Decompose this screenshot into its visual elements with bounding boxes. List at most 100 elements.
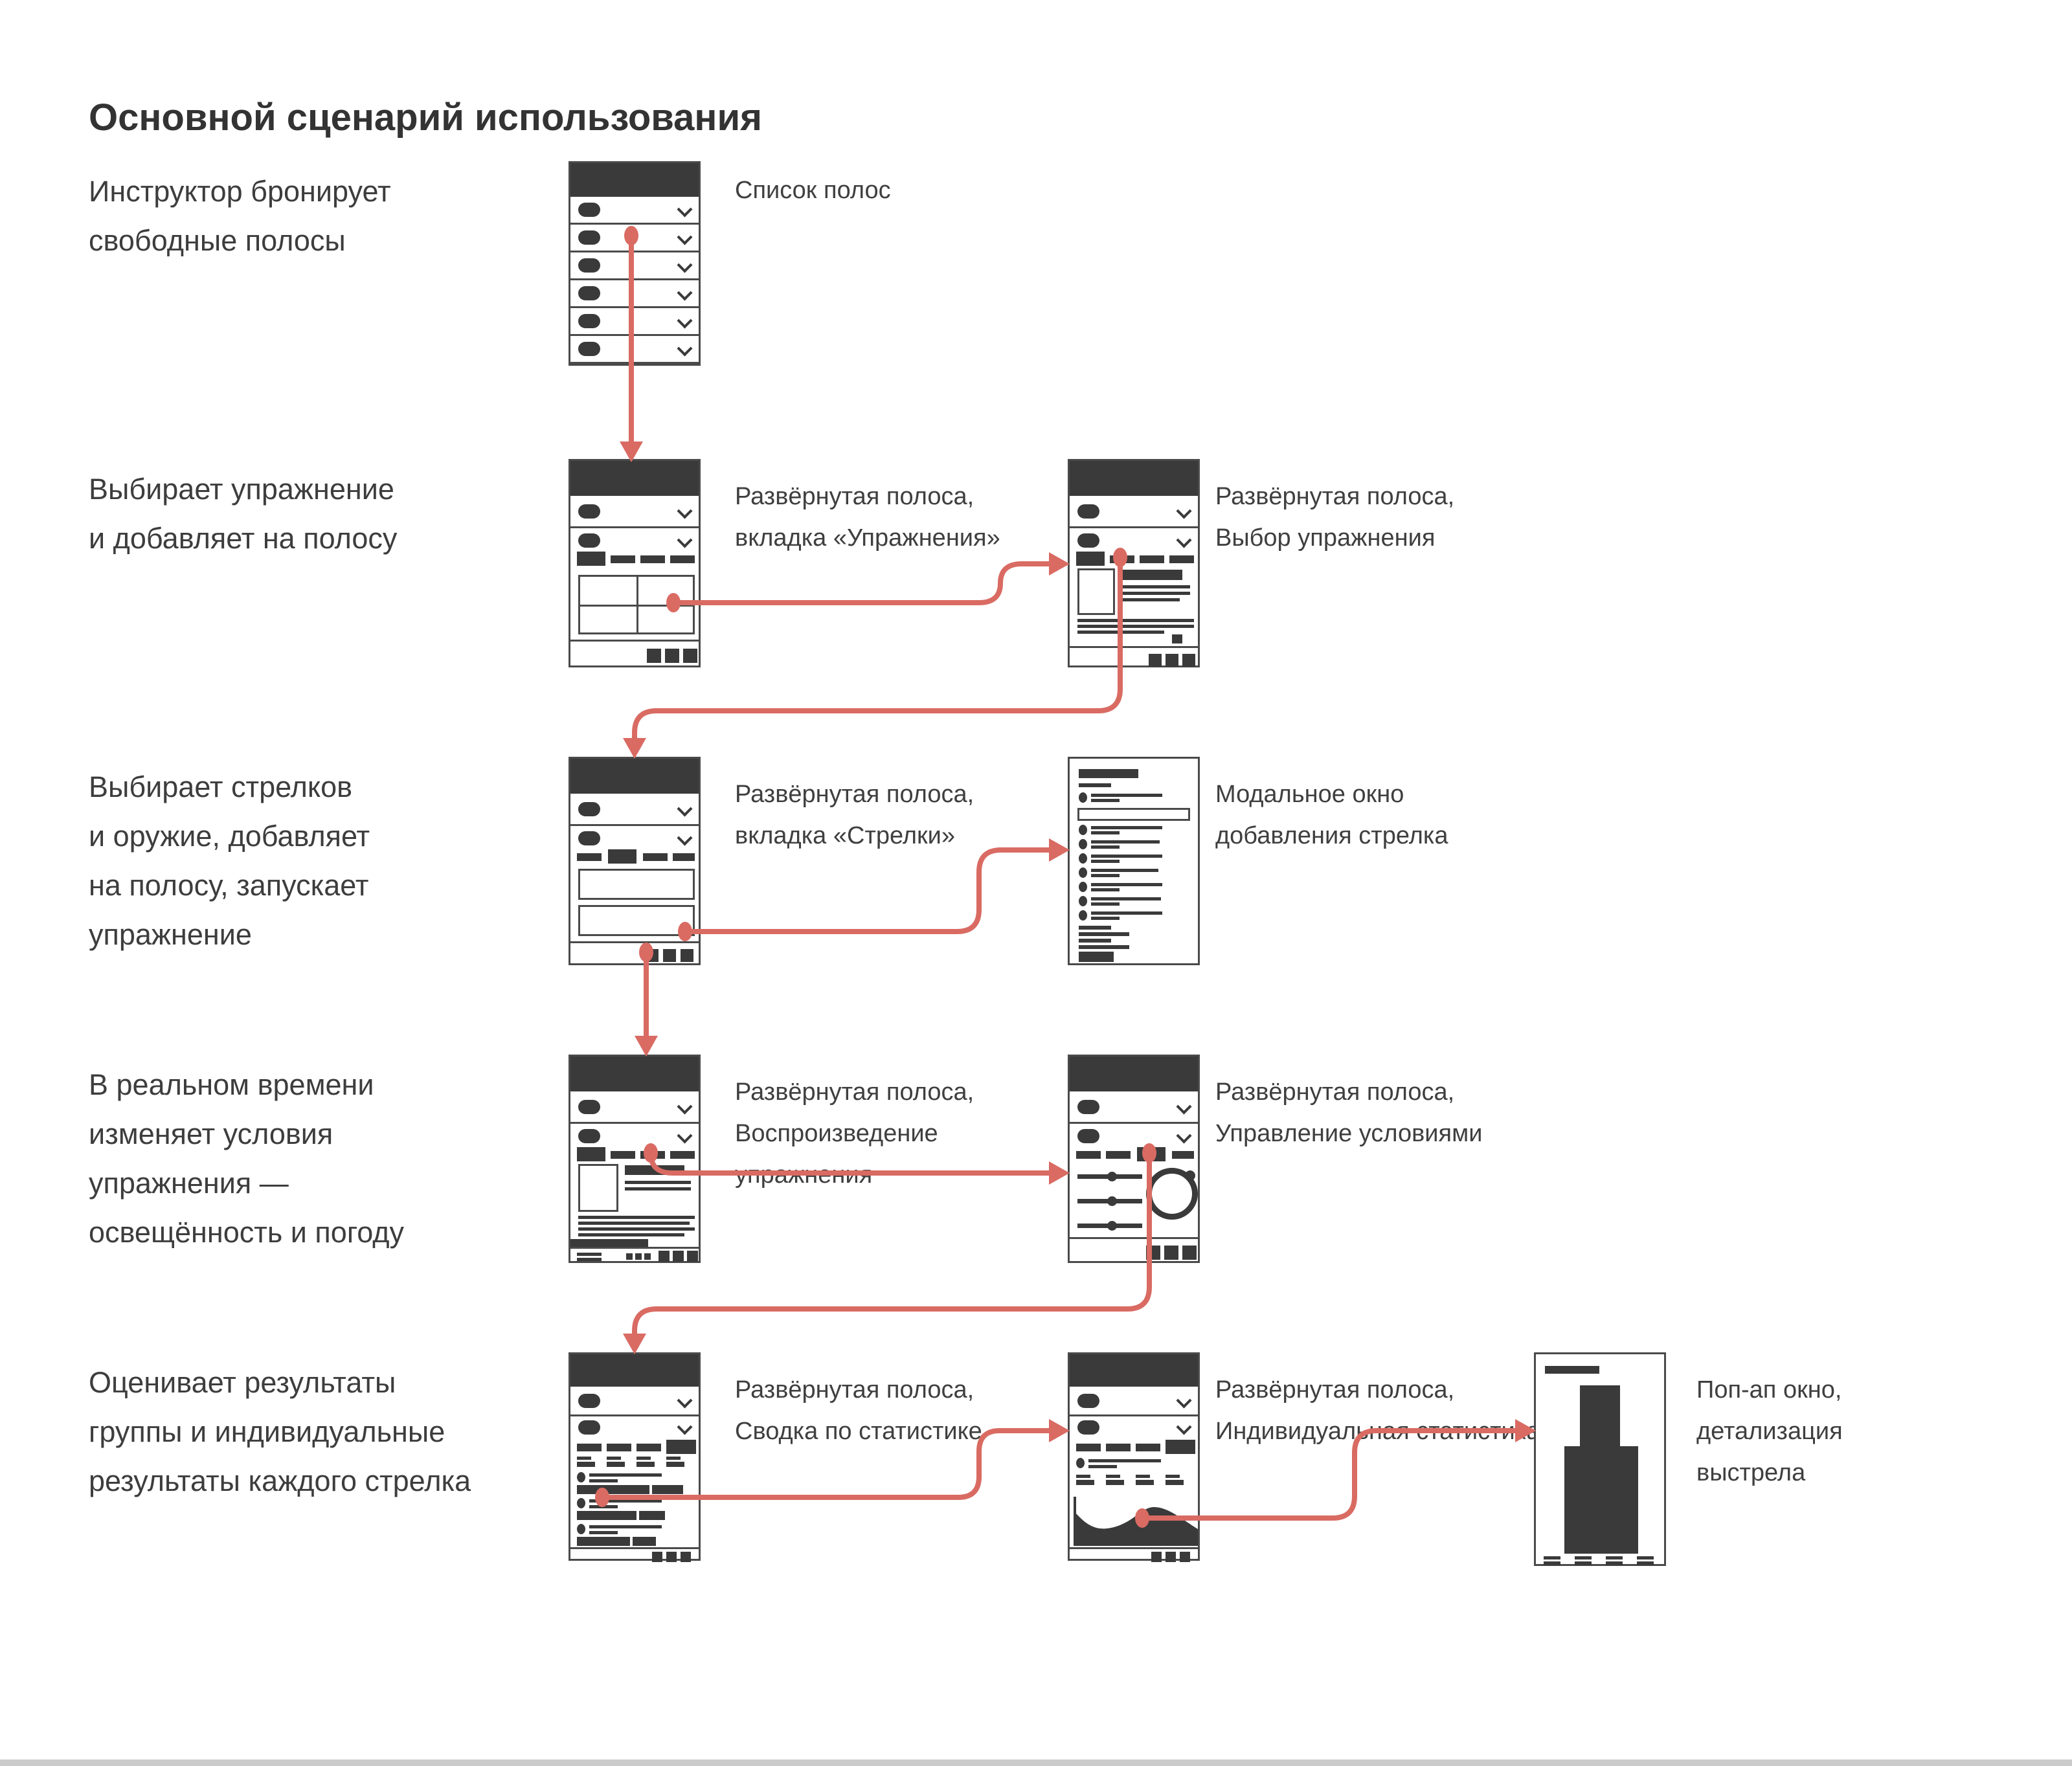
bottom-bar <box>570 1247 699 1262</box>
result-bar <box>577 1537 630 1546</box>
shooter-slot <box>578 869 695 900</box>
schedule-grid <box>578 575 695 634</box>
text-line <box>1091 840 1160 844</box>
step-description-1: Инструктор бронирует свободные полосы <box>89 167 391 265</box>
tab-dash <box>1169 555 1194 563</box>
tab-dash <box>1076 1151 1101 1159</box>
step-description-2: Выбирает упражнение и добавляет на полос… <box>89 465 397 563</box>
text-line <box>1077 625 1194 628</box>
label-line: Развёрнутая полоса, <box>735 781 974 808</box>
chevron-down-icon <box>677 1419 693 1435</box>
chevron-down-icon <box>1176 532 1192 548</box>
step-line: Выбирает стрелков <box>89 770 353 803</box>
label-line: Развёрнутая полоса, <box>1215 1376 1455 1403</box>
stat-dash <box>1076 1480 1094 1485</box>
screen-label-shooters-tab: Развёрнутая полоса, вкладка «Стрелки» <box>735 774 974 856</box>
nav-square <box>665 649 679 663</box>
action-square <box>1172 634 1182 643</box>
avatar-circle <box>1079 896 1087 906</box>
chevron-down-icon <box>677 285 693 301</box>
lane-pill-icon <box>1077 1129 1099 1143</box>
popup-title-bar <box>1545 1366 1599 1374</box>
lane-pill-icon <box>578 342 600 356</box>
tab-dash <box>1110 555 1134 563</box>
tab-dash <box>1076 1444 1101 1451</box>
tab-dash <box>1106 1151 1131 1159</box>
arrow-down-icon <box>623 1334 646 1354</box>
tab-dash <box>1172 1151 1194 1159</box>
screen-label-add-shooter-modal: Модальное окно добавления стрелка <box>1215 774 1448 856</box>
result-bar <box>639 1511 665 1520</box>
lane-pill-icon <box>1077 504 1099 519</box>
shot-silhouette-top <box>1580 1385 1620 1446</box>
lane-pill-icon <box>1077 1420 1099 1435</box>
wireframe-exercise-select <box>1068 459 1200 667</box>
lane-row <box>570 1387 699 1416</box>
step-line: свободные полосы <box>89 224 346 257</box>
text-line <box>1091 799 1120 802</box>
control-square <box>626 1253 633 1260</box>
screen-label-lane-list: Список полос <box>735 170 891 211</box>
label-line: Развёрнутая полоса, <box>735 483 974 510</box>
tab-active <box>1137 1147 1166 1161</box>
bottom-separator <box>0 1760 2072 1766</box>
text-line <box>578 1227 695 1231</box>
slider-knob <box>1107 1196 1117 1206</box>
nav-square <box>1151 1552 1162 1562</box>
nav-square <box>687 1251 698 1262</box>
label-line: Управление условиями <box>1215 1120 1483 1147</box>
avatar-circle <box>1079 825 1087 835</box>
stat-dash <box>1136 1475 1150 1478</box>
avatar-circle <box>1079 882 1087 892</box>
nav-square <box>1146 1246 1160 1260</box>
nav-square <box>666 1552 677 1562</box>
result-bar <box>633 1537 656 1546</box>
bottom-bar <box>1070 646 1198 667</box>
avatar-circle <box>577 1498 585 1508</box>
chevron-down-icon <box>677 229 693 245</box>
label-line: Сводка по статистике <box>735 1418 982 1445</box>
step-line: Инструктор бронирует <box>89 175 391 208</box>
arrow-right-icon <box>1049 838 1070 862</box>
text-line <box>1123 585 1190 588</box>
lane-pill-icon <box>578 1100 600 1114</box>
screen-label-individual-stats: Развёрнутая полоса, Индивидуальная стати… <box>1215 1369 1540 1452</box>
text-line <box>589 1505 618 1508</box>
wireframe-playback <box>569 1055 701 1263</box>
tab-dash <box>577 853 602 861</box>
label-line: вкладка «Упражнения» <box>735 524 1000 552</box>
input-field <box>1077 808 1190 821</box>
text-line <box>1091 860 1120 863</box>
legend-dash <box>1637 1561 1654 1565</box>
lane-pill-icon <box>1077 1394 1099 1408</box>
legend-dash <box>1575 1556 1592 1559</box>
text-line <box>1079 926 1111 930</box>
nav-square <box>663 949 676 962</box>
label-line: Модальное окно <box>1215 781 1404 808</box>
stat-dash <box>577 1462 595 1467</box>
step-line: и оружие, добавляет <box>89 820 370 853</box>
text-line <box>1091 826 1162 829</box>
tab-dash <box>1136 1444 1160 1451</box>
slider-knob <box>1107 1172 1117 1181</box>
lane-pill-icon <box>1077 533 1099 548</box>
lane-row <box>1070 1091 1198 1124</box>
text-line <box>578 1233 684 1236</box>
label-line: добавления стрелка <box>1215 822 1448 849</box>
wireframe-lane-list <box>569 161 701 366</box>
stat-dash <box>607 1462 625 1467</box>
lane-pill-icon <box>578 1420 600 1435</box>
text-line <box>589 1525 662 1528</box>
bottom-bar <box>570 941 699 963</box>
text-line <box>1091 911 1162 915</box>
text-line <box>1088 1459 1161 1462</box>
label-line: Развёрнутая полоса, <box>1215 1079 1455 1106</box>
header-bar <box>570 1354 699 1387</box>
lane-row <box>570 336 699 364</box>
stat-dash <box>1106 1475 1120 1478</box>
text-line <box>1079 932 1129 936</box>
text-line <box>589 1473 662 1477</box>
chevron-down-icon <box>677 257 693 273</box>
nav-square <box>1164 1246 1178 1260</box>
